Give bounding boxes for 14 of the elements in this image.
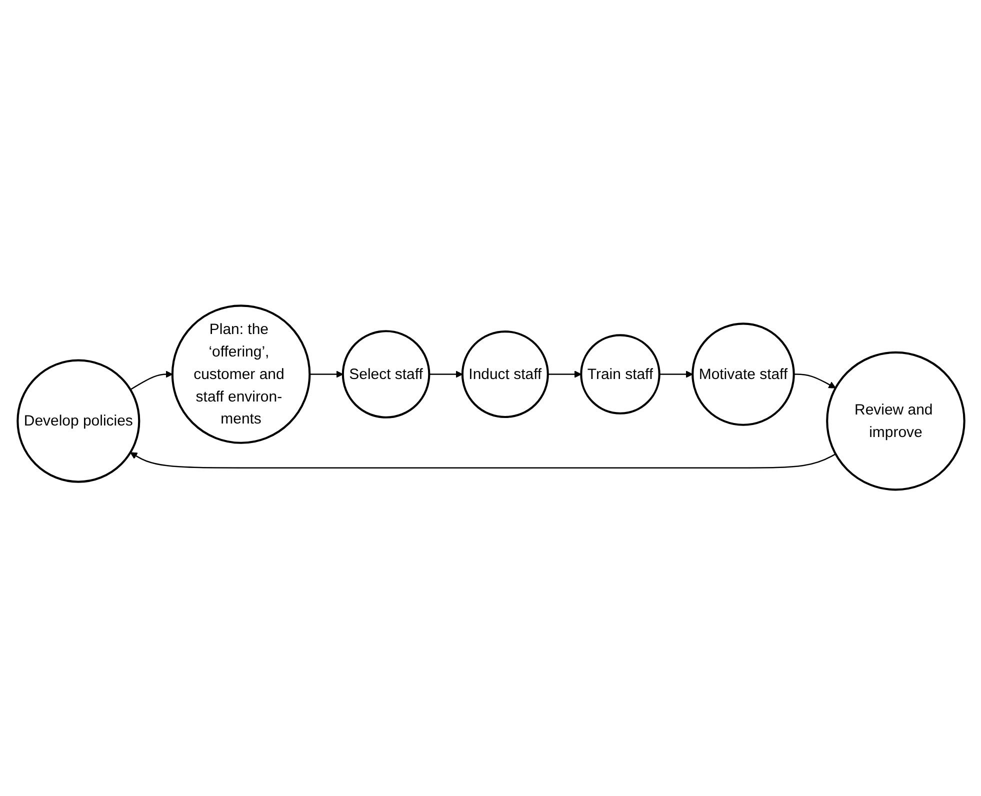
node-circle: Develop policies [16,360,140,484]
arrow [130,370,172,390]
arrow [309,370,343,378]
node-circle: Review and improve [826,352,965,492]
arrow [658,370,692,378]
node-circle: Train staff [580,334,660,415]
arrow [547,370,581,378]
node-circle: Plan: the ‘offering’, customer and staff environ- ments [170,304,310,444]
arrow [793,374,836,389]
arrow [130,452,836,469]
node-circle: Motivate staff [691,322,794,426]
node-circle: Induct staff [460,330,548,418]
arrow [428,370,462,378]
node-circle: Select staff [341,330,430,419]
